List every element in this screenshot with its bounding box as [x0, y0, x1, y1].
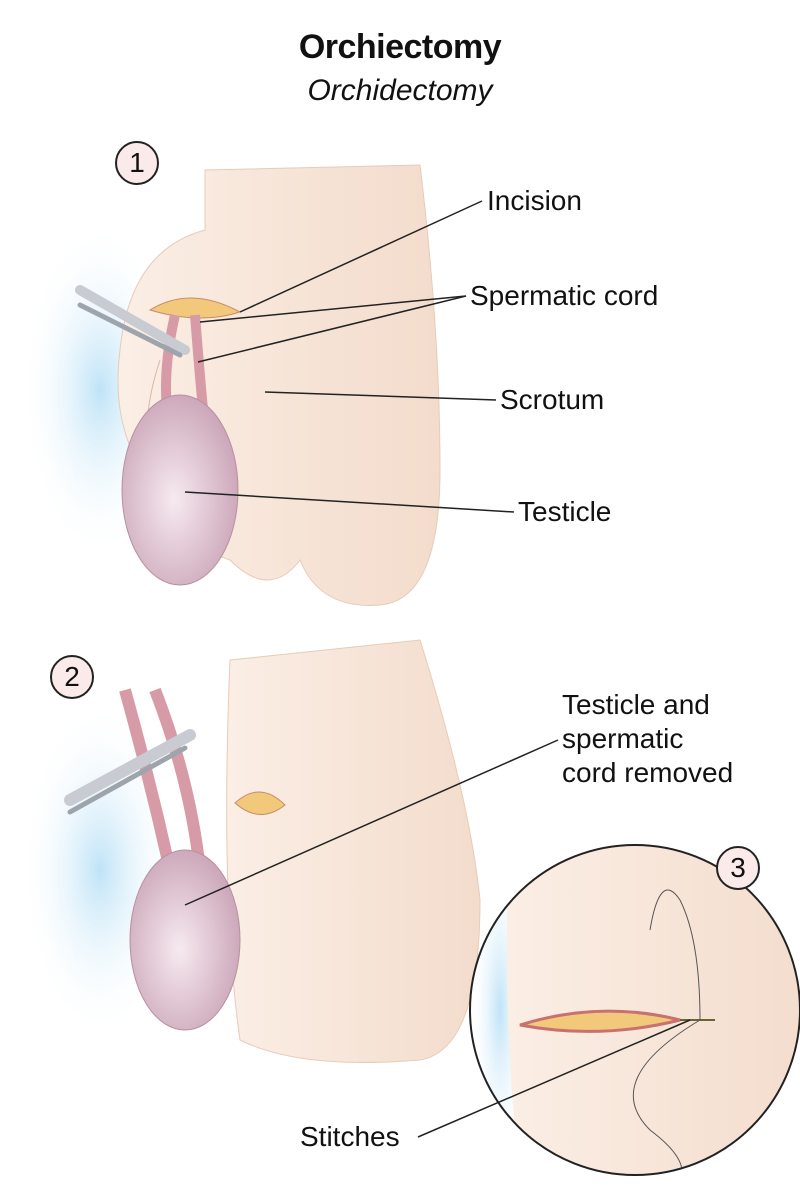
label-incision: Incision	[487, 185, 582, 216]
step-1-badge: 1	[115, 141, 159, 185]
label-removed-line2: spermatic	[562, 723, 684, 754]
subtitle: Orchidectomy	[307, 74, 493, 107]
title: Orchiectomy	[298, 28, 502, 66]
label-removed: Testicle and spermatic cord removed	[562, 688, 733, 790]
step-2-badge: 2	[50, 655, 94, 699]
spermatic-cord-2	[119, 687, 206, 872]
incision-2	[234, 791, 286, 815]
forceps-1	[75, 285, 190, 355]
label-scrotum: Scrotum	[500, 384, 605, 415]
step-3-badge: 3	[716, 846, 760, 890]
forceps-2	[64, 729, 196, 806]
inset-3	[470, 845, 800, 1175]
label-spermatic-cord: Spermatic cord	[470, 280, 659, 311]
suture-thread	[632, 889, 701, 1175]
testicle-1	[121, 394, 239, 586]
label-testicle: Testicle	[518, 496, 612, 527]
label-stitches: Stitches	[300, 1121, 400, 1152]
label-removed-line3: cord removed	[562, 757, 734, 788]
scrotum-2	[226, 639, 481, 1063]
leader-lines	[184, 200, 691, 1138]
label-removed-line1: Testicle and	[562, 689, 710, 720]
testicle-2	[129, 849, 241, 1031]
